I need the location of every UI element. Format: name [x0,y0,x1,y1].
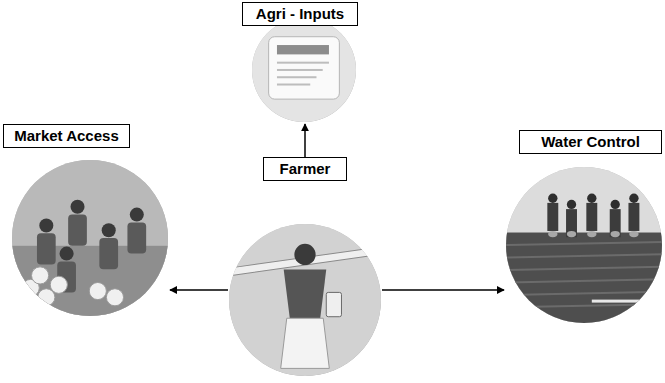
person-body [586,203,597,231]
person-head [629,194,638,203]
photo-ground [12,160,168,316]
melon [106,289,123,306]
person-head [567,200,576,209]
person-head [587,194,596,203]
pack-print-line [277,76,317,78]
water-pot [629,231,638,237]
person-body [610,209,621,237]
water-pot [611,231,620,237]
person-head [60,247,74,261]
person-head [130,208,144,222]
arrow-connector [304,124,306,157]
melon [89,282,106,299]
wall-texture [506,242,662,245]
wall-texture [506,292,662,295]
hanging-can [326,292,341,316]
person-head [611,200,620,209]
photo-ground [506,167,662,323]
photo-circle [8,124,170,318]
photo-illustration [12,160,168,316]
melon [32,267,49,284]
photo-illustration [252,18,356,122]
market-ground [12,246,168,316]
melon [50,276,67,293]
photo-background [229,224,381,376]
wall-texture [506,267,662,270]
person-body [99,238,118,269]
farmer-head [294,244,315,265]
farmer-body [284,270,327,319]
person-body [547,203,558,231]
label-box: Water Control [519,130,662,154]
pack-print-line [277,84,310,86]
pack-print-line [277,62,329,64]
arrow-connector [382,289,504,291]
photo-circle [228,157,382,379]
wall-texture [506,254,662,257]
farmer-dhoti [281,318,330,368]
photo-node: Farmer [228,157,382,379]
label-box: Agri - Inputs [242,2,358,26]
person-body [127,222,146,253]
pack-print-line [277,69,323,71]
person-head [102,223,116,237]
water-pot [587,231,596,237]
water-pot [567,231,576,237]
stone-wall [506,233,662,323]
photo-node: Agri - Inputs [242,2,362,124]
water-pot [548,231,557,237]
photo-node: Market Access [8,124,170,318]
person-body [566,209,577,237]
person-body [68,215,87,246]
label-box: Farmer [263,157,347,181]
photo-node: Water Control [504,130,664,326]
photo-background [506,167,662,323]
photo-background [252,18,356,122]
person-head [71,200,85,214]
water-pipe [592,300,662,303]
pack-band [277,45,329,54]
photo-background [12,160,168,316]
melon [38,289,55,306]
person-head [548,194,557,203]
photo-illustration [229,224,381,376]
photo-ground [229,224,381,376]
wall-texture [506,304,662,307]
person-head [39,219,53,233]
arrow-connector [170,289,228,291]
photo-illustration [506,167,662,323]
product-pack [269,37,340,99]
photo-circle [504,130,664,326]
label-box: Market Access [3,124,130,148]
person-body [37,233,56,264]
person-body [628,203,639,231]
photo-ground [252,18,356,122]
wall-texture [506,279,662,282]
